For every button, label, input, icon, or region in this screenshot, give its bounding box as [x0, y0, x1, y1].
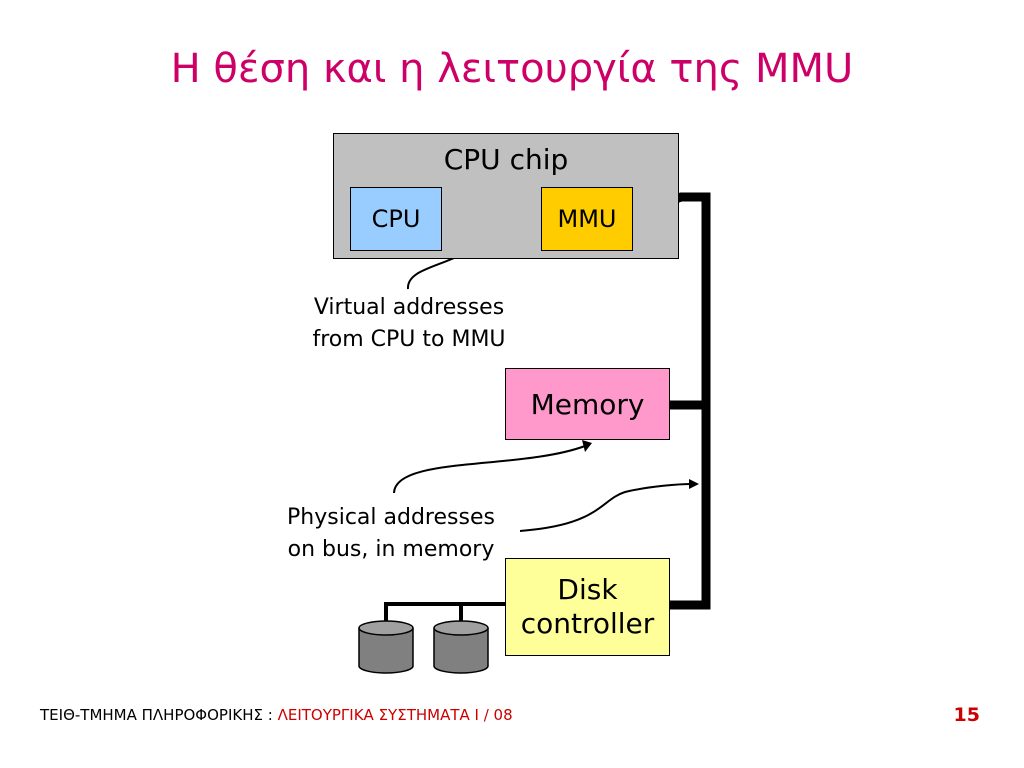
memory-box: Memory	[505, 368, 670, 440]
footer: ΤΕΙΘ-ΤΜΗΜΑ ΠΛΗΡΟΦΟΡΙΚΗΣ : ΛΕΙΤΟΥΡΓΙΚΑ ΣΥ…	[40, 706, 513, 724]
note-line: Virtual addresses	[313, 295, 505, 320]
virtual-address-note: Virtual addresses from CPU to MMU	[290, 292, 528, 356]
disk-controller-label: controller	[520, 607, 655, 640]
arrowhead-icon	[582, 440, 592, 452]
disk-controller-box: Disk controller	[505, 558, 670, 656]
footer-course: ΛΕΙΤΟΥΡΓΙΚΑ ΣΥΣΤΗΜΑΤΑ Ι / 08	[277, 706, 513, 724]
note-line: from CPU to MMU	[312, 326, 506, 352]
footer-department: ΤΕΙΘ-ΤΜΗΜΑ ΠΛΗΡΟΦΟΡΙΚΗΣ :	[40, 706, 273, 724]
mmu-box: MMU	[541, 187, 633, 251]
page-number: 15	[953, 704, 980, 726]
note-line: Physical addresses	[287, 505, 495, 530]
disk-icon	[433, 620, 489, 674]
disk-controller-label: Disk	[557, 573, 618, 607]
arrowhead-icon	[689, 479, 699, 489]
slide-title: Η θέση και η λειτουργία της MMU	[170, 46, 854, 92]
cpu-chip-label: CPU chip	[443, 143, 569, 176]
note-line: on bus, in memory	[287, 536, 495, 562]
physical-address-note: Physical addresses on bus, in memory	[270, 502, 512, 566]
cpu-box: CPU	[350, 187, 442, 251]
disk-icon	[358, 620, 414, 674]
bus-address-arrow	[519, 483, 693, 532]
memory-address-arrow	[393, 445, 586, 494]
